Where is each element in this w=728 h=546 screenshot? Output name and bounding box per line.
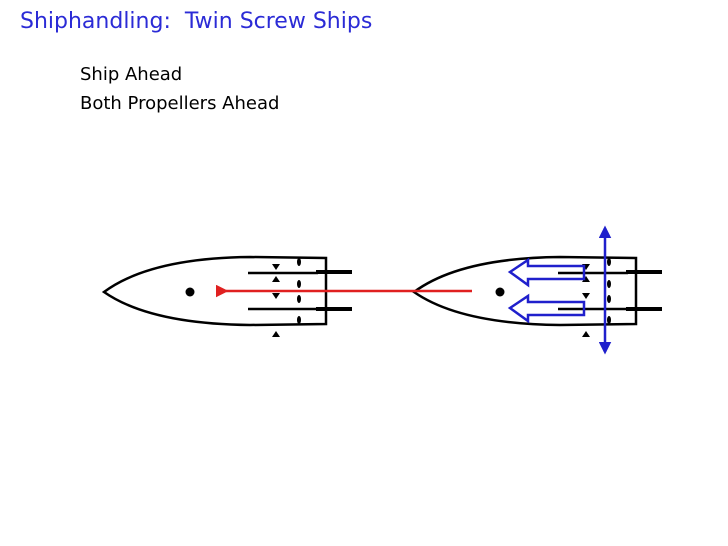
- ship-initial: [101, 255, 352, 337]
- propeller-starboard: [297, 295, 301, 324]
- slide-title: Shiphandling: Twin Screw Ships: [20, 9, 373, 34]
- propeller-port: [297, 258, 301, 288]
- ship-moved: [411, 255, 662, 337]
- pivot-point: [185, 287, 195, 297]
- thrust-arrow-port: [507, 257, 586, 288]
- subtitle-both-propellers-ahead: Both Propellers Ahead: [80, 93, 280, 114]
- pivot-point: [495, 287, 505, 297]
- subtitle-ship-ahead: Ship Ahead: [80, 64, 183, 85]
- thrust-arrow-starboard: [507, 293, 586, 324]
- rudder-marks: [272, 264, 280, 337]
